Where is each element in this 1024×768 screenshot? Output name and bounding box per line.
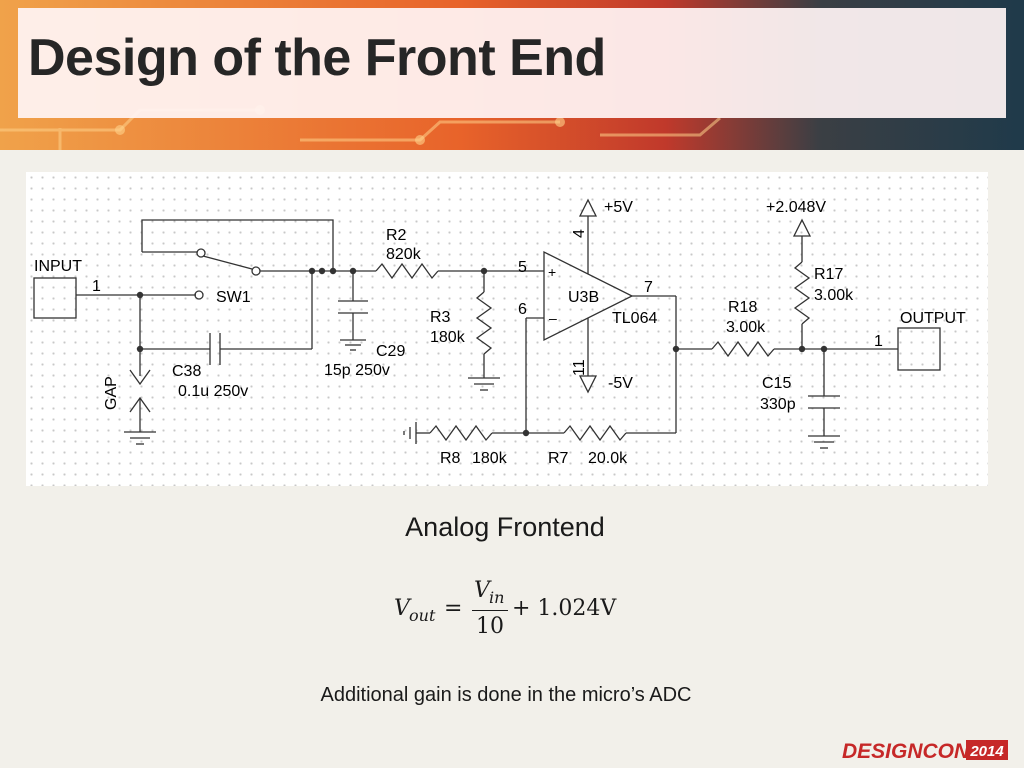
label-pin5: 5 — [518, 259, 527, 276]
label-c29-value: 15p 250v — [324, 362, 390, 379]
label-r3: R3 — [430, 309, 451, 326]
eq-numerator-sub: in — [489, 588, 505, 607]
label-output-pin: 1 — [874, 333, 883, 350]
label-pin6: 6 — [518, 301, 527, 318]
label-c15-value: 330p — [760, 396, 796, 413]
label-r17-value: 3.00k — [814, 287, 854, 304]
label-r7-value: 20.0k — [588, 450, 628, 467]
label-vplus: +5V — [604, 199, 633, 216]
label-r8-value: 180k — [472, 450, 508, 467]
eq-numerator-var: V — [474, 578, 490, 603]
label-output: OUTPUT — [900, 310, 966, 327]
footnote-text: Additional gain is done in the micro’s A… — [320, 684, 692, 706]
schematic-panel — [26, 172, 988, 486]
label-c15: C15 — [762, 375, 791, 392]
label-opamp: U3B — [568, 289, 599, 306]
label-r2-value: 820k — [386, 246, 422, 263]
label-r18: R18 — [728, 299, 757, 316]
eq-lhs-var: V — [394, 596, 410, 621]
page-title: Design of the Front End — [28, 29, 606, 87]
designcon-logo: DESIGNCON 2014 — [842, 740, 1008, 763]
eq-denominator: 10 — [476, 614, 504, 639]
label-opamp-part: TL064 — [612, 310, 657, 327]
label-r3-value: 180k — [430, 329, 466, 346]
logo-brand: DESIGNCON — [842, 740, 970, 763]
title-box — [18, 8, 1006, 118]
label-pin11: 11 — [571, 359, 588, 376]
header-banner: Design of the Front End — [0, 0, 1024, 150]
eq-fraction-bar — [472, 610, 508, 611]
label-inverting: – — [549, 310, 557, 326]
label-c38-value: 0.1u 250v — [178, 383, 248, 400]
diagram-caption: Analog Frontend — [405, 512, 605, 542]
label-sw1: SW1 — [216, 289, 251, 306]
label-pin7: 7 — [644, 279, 653, 296]
label-r7: R7 — [548, 450, 569, 467]
label-vref: +2.048V — [766, 199, 826, 216]
input-connector — [33, 277, 77, 319]
label-c29: C29 — [376, 343, 405, 360]
output-connector — [897, 327, 941, 371]
label-input: INPUT — [34, 258, 82, 275]
eq-lhs-sub: out — [409, 606, 436, 625]
label-noninverting: + — [548, 264, 556, 280]
label-pin4: 4 — [571, 229, 588, 238]
label-r17: R17 — [814, 266, 843, 283]
label-r8: R8 — [440, 450, 461, 467]
label-vminus: -5V — [608, 375, 633, 392]
eq-rhs: + 1.024V — [512, 596, 617, 621]
schematic-diagram: INPUT 1 SW1 R2 820k C29 15p 250v C38 0.1… — [33, 198, 966, 467]
label-gap: GAP — [103, 376, 120, 410]
logo-year: 2014 — [969, 743, 1004, 760]
label-r18-value: 3.00k — [726, 319, 766, 336]
label-input-pin: 1 — [92, 278, 101, 295]
eq-equals: = — [444, 596, 463, 621]
label-c38: C38 — [172, 363, 201, 380]
label-r2: R2 — [386, 227, 407, 244]
